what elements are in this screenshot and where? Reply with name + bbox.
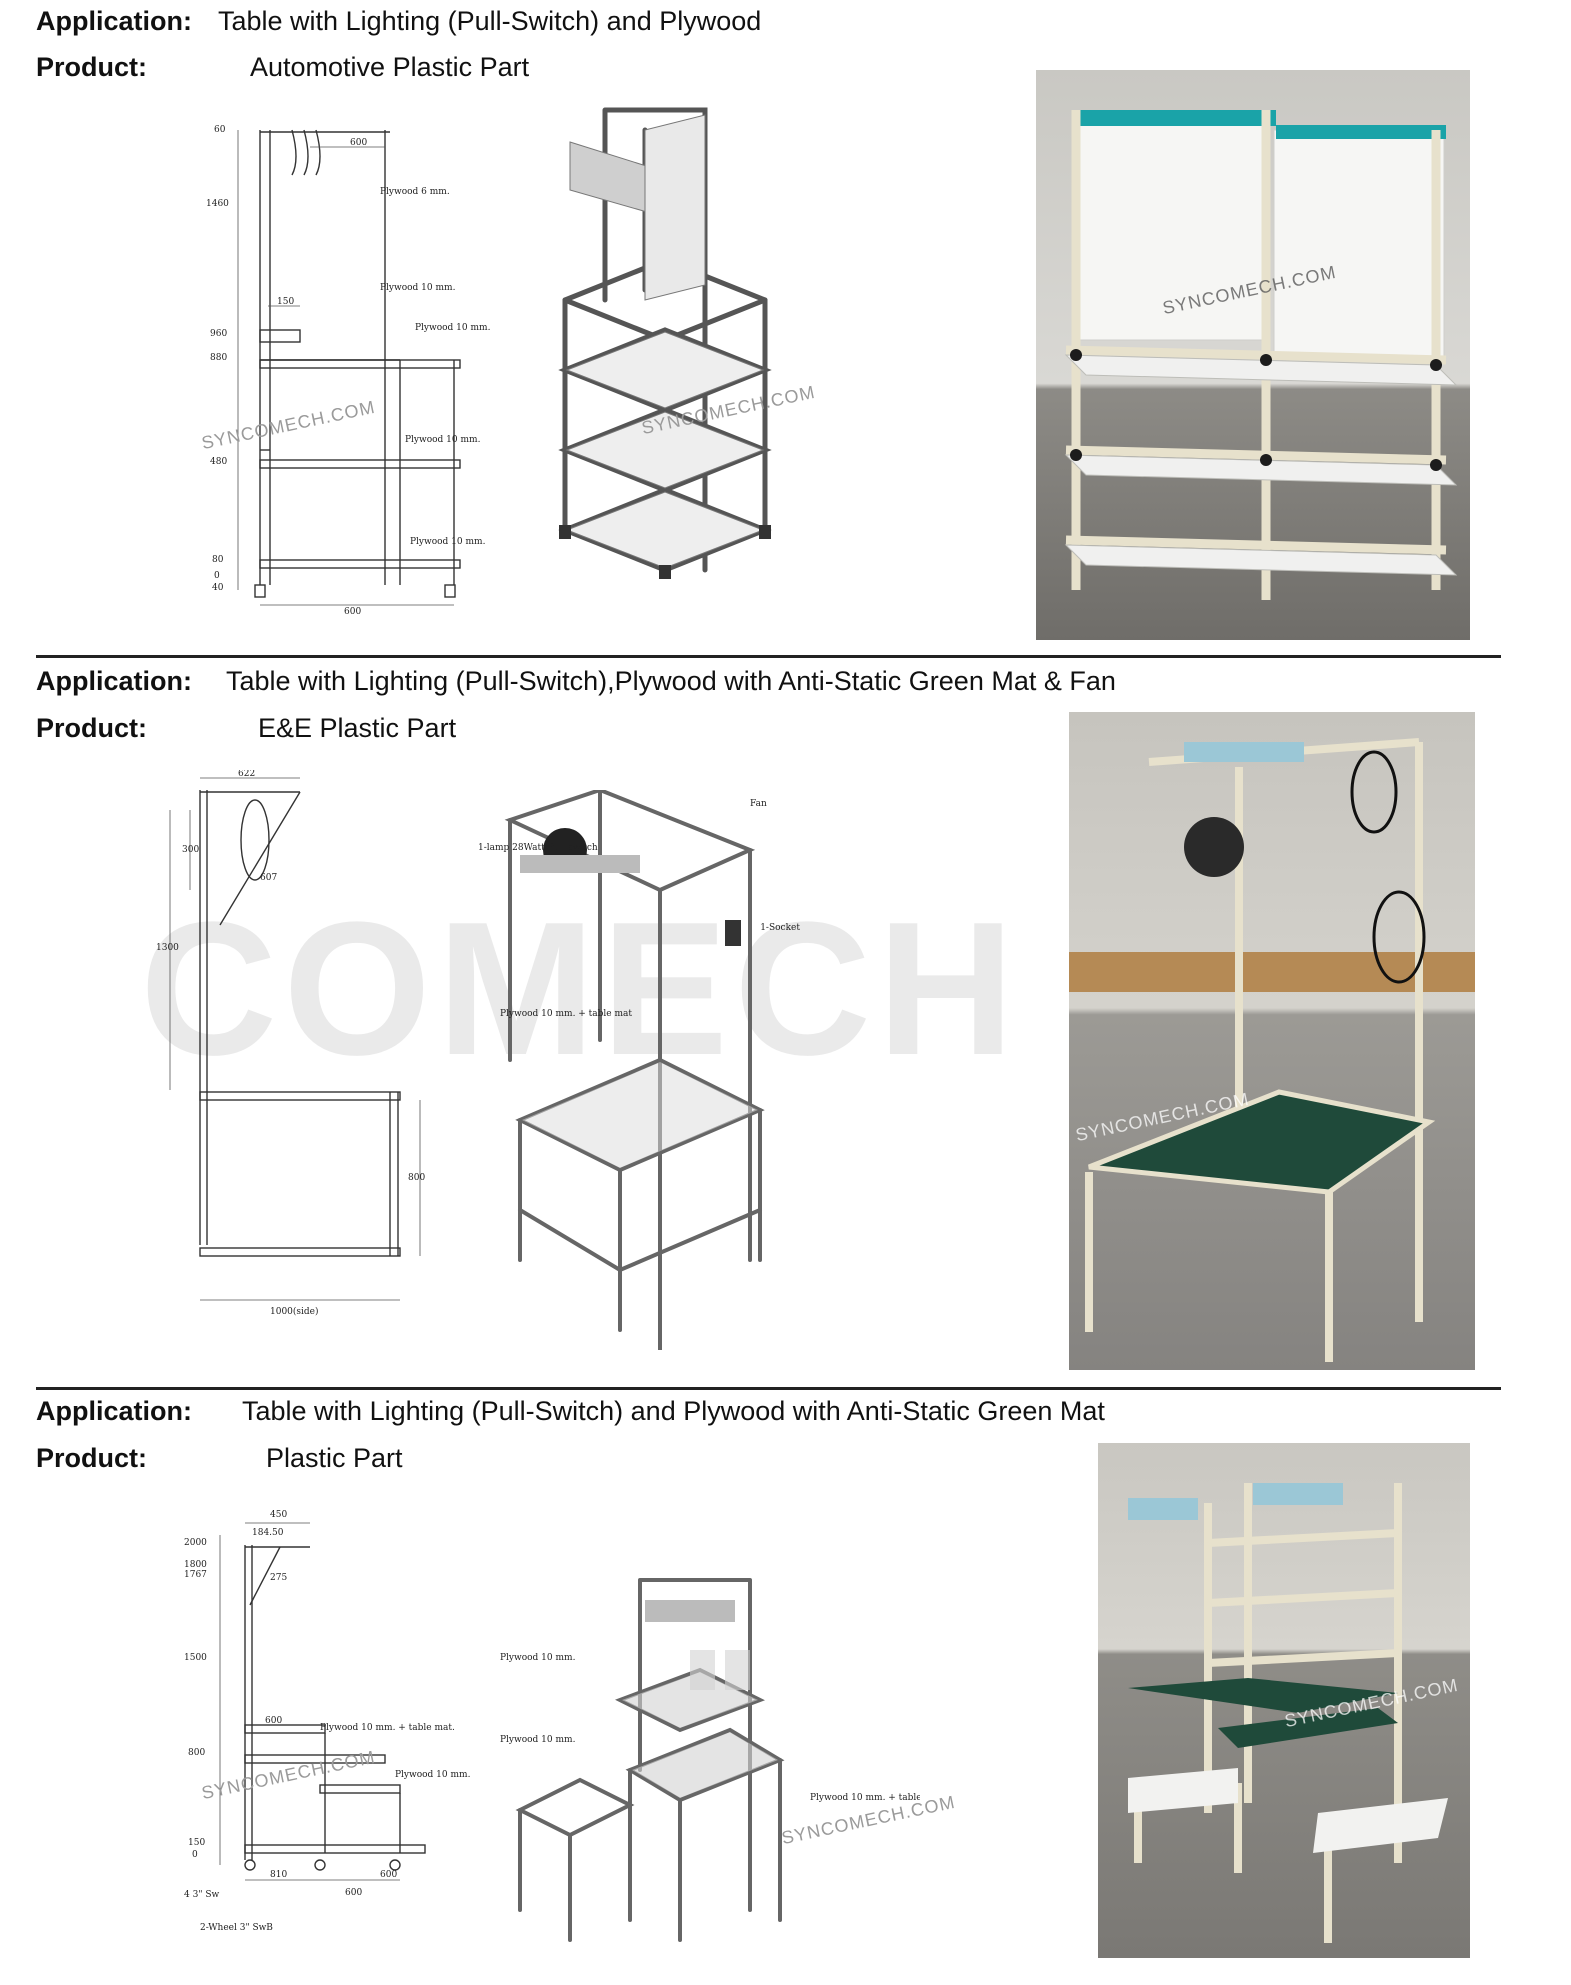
dim-label: 1500 [184,1653,207,1663]
dim-label: 0 [214,571,220,581]
callout-label: 4 3" Sw [184,1890,219,1900]
application-value: Table with Lighting (Pull-Switch),Plywoo… [226,666,1116,696]
dim-label: 275 [270,1573,287,1583]
callout-label: Plywood 10 mm. [415,323,491,333]
dim-label: 2000 [184,1538,207,1548]
dim-label: 1300 [156,943,179,953]
dim-label: 960 [210,329,227,339]
callout-label: Plywood 10 mm. + table mat [500,1009,632,1019]
dim-label: 607 [260,873,277,883]
dim-label: 80 [212,555,224,565]
dim-label: 1767 [184,1570,207,1580]
dim-label: 1460 [206,199,229,209]
application-value: Table with Lighting (Pull-Switch) and Pl… [242,1396,1105,1426]
application-label: Application: [36,666,192,696]
front-view-drawing: 622 300 1300 800 1000(side) 607 [156,770,425,1317]
callout-label: 2-Wheel 3" SwB [200,1923,273,1933]
isometric-drawing [545,100,800,620]
isometric-drawing: Plywood 10 mm. Plywood 10 mm. Plywood 10… [500,1578,920,1942]
dim-label: 600 [345,1888,362,1898]
product-photo: SYNCOMECH.COM [1069,712,1475,1370]
application-label: Application: [36,6,192,36]
dim-label: 0 [192,1850,198,1860]
callout-label: 1-lamp 28Watt Pull switch [478,843,598,853]
product-label: Product: [36,52,147,82]
product-label: Product: [36,1443,147,1473]
dim-label: 1800 [184,1560,207,1570]
callout-label: Plywood 10 mm. [500,1735,576,1745]
callout-label: 1-Socket [760,923,800,933]
front-view-drawing: 450 184.50 2000 1800 1767 1500 800 150 0… [180,1505,510,1940]
dim-label: 150 [188,1838,205,1848]
isometric-drawing: Fan 1-lamp 28Watt Pull switch 1-Socket P… [478,790,800,1350]
dim-label: 800 [188,1748,205,1758]
dim-label: 1000(side) [270,1306,319,1317]
callout-label: Plywood 10 mm. [380,283,456,293]
front-view-drawing: 60 1460 960 880 480 80 40 0 600 150 600 … [200,110,520,615]
callout-label: Plywood 10 mm. [395,1770,471,1780]
dim-label: 40 [212,583,224,593]
dim-label: 184.50 [252,1528,284,1538]
product-value: Plastic Part [266,1443,403,1473]
product-value: E&E Plastic Part [258,713,457,743]
dim-label: 60 [214,125,226,135]
callout-label: Plywood 10 mm. [410,537,486,547]
callout-label: Fan [750,799,767,809]
product-photo: SYNCOMECH.COM [1098,1443,1470,1958]
dim-label: 300 [182,845,199,855]
section-divider [36,655,1501,658]
callout-label: Plywood 10 mm. + table mat. [320,1723,455,1733]
dim-label: 600 [380,1870,397,1880]
dim-label: 600 [350,138,367,148]
background-watermark: COMECH [140,883,1021,1095]
section-divider [36,1387,1501,1390]
dim-label: 622 [238,770,255,779]
dim-label: 810 [270,1870,287,1880]
dim-label: 600 [344,607,361,615]
dim-label: 600 [265,1716,282,1726]
product-value: Automotive Plastic Part [250,52,530,82]
dim-label: 450 [270,1510,287,1520]
callout-label: Plywood 10 mm. [405,435,481,445]
callout-label: Plywood 10 mm. [500,1653,576,1663]
dim-label: 150 [277,297,294,307]
product-photo: SYNCOMECH.COM [1036,70,1470,640]
dim-label: 480 [210,457,227,467]
dim-label: 800 [408,1173,425,1183]
application-value: Table with Lighting (Pull-Switch) and Pl… [218,6,762,36]
callout-label: Plywood 10 mm. + table mat [810,1793,920,1803]
application-label: Application: [36,1396,192,1426]
callout-label: Plywood 6 mm. [380,187,450,197]
dim-label: 880 [210,353,227,363]
product-label: Product: [36,713,147,743]
